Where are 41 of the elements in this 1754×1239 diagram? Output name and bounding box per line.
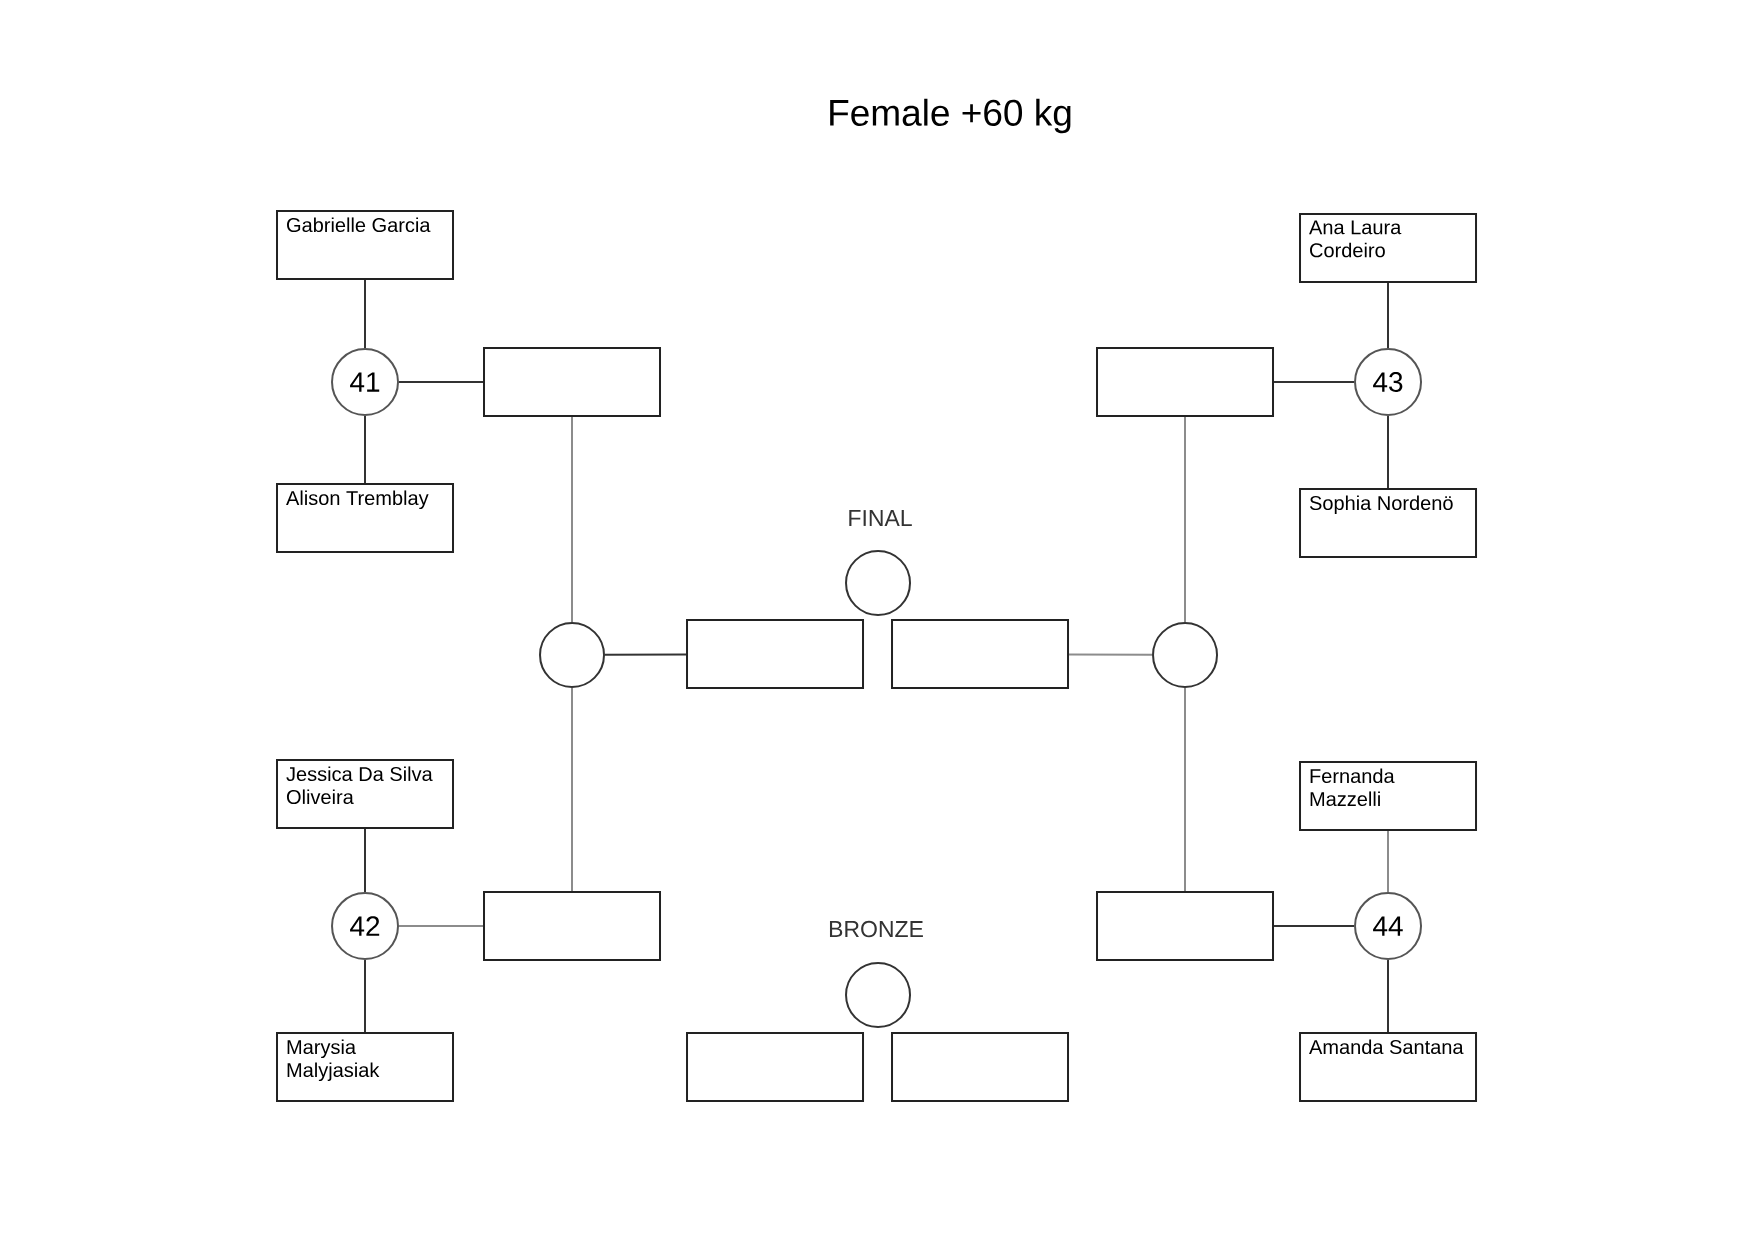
blank-circle	[1152, 622, 1218, 688]
name-box: Jessica Da Silva Oliveira	[276, 759, 454, 829]
title: Female +60 kg	[830, 98, 1071, 134]
name-box: Fernanda Mazzelli	[1299, 761, 1477, 831]
connector-line	[1387, 415, 1389, 489]
blank-circle	[845, 962, 911, 1028]
connector-line	[364, 279, 366, 349]
connector-line	[1387, 959, 1389, 1033]
fill-in-box	[891, 619, 1069, 689]
connector-line	[1068, 653, 1153, 656]
connector-line	[571, 687, 573, 892]
connector-line	[1273, 925, 1355, 927]
name-box: Ana Laura Cordeiro	[1299, 213, 1477, 283]
connector-line	[1273, 381, 1355, 383]
fill-in-box	[686, 1032, 864, 1102]
connector-line	[604, 653, 687, 656]
connector-line	[1184, 416, 1186, 623]
connector-line	[364, 415, 366, 484]
fill-in-box	[1096, 891, 1274, 961]
fill-in-box	[483, 891, 661, 961]
fill-in-box	[686, 619, 864, 689]
connector-line	[1184, 687, 1186, 892]
connector-line	[571, 416, 573, 623]
connector-line	[1387, 830, 1389, 893]
name-box: Sophia Nordenö	[1299, 488, 1477, 558]
connector-line	[398, 925, 484, 927]
fill-in-box	[483, 347, 661, 417]
connector-line	[364, 959, 366, 1033]
name-box: Alison Tremblay	[276, 483, 454, 553]
name-box: Amanda Santana	[1299, 1032, 1477, 1102]
section-label: FINAL	[849, 510, 912, 526]
name-box: Marysia Malyjasiak	[276, 1032, 454, 1102]
blank-circle	[539, 622, 605, 688]
blank-circle	[845, 550, 911, 616]
connector-line	[364, 828, 366, 893]
connector-line	[398, 381, 484, 383]
connector-line	[1387, 282, 1389, 349]
fill-in-box	[1096, 347, 1274, 417]
section-label: BRONZE	[830, 920, 923, 938]
fill-in-box	[891, 1032, 1069, 1102]
name-box: Gabrielle Garcia	[276, 210, 454, 280]
